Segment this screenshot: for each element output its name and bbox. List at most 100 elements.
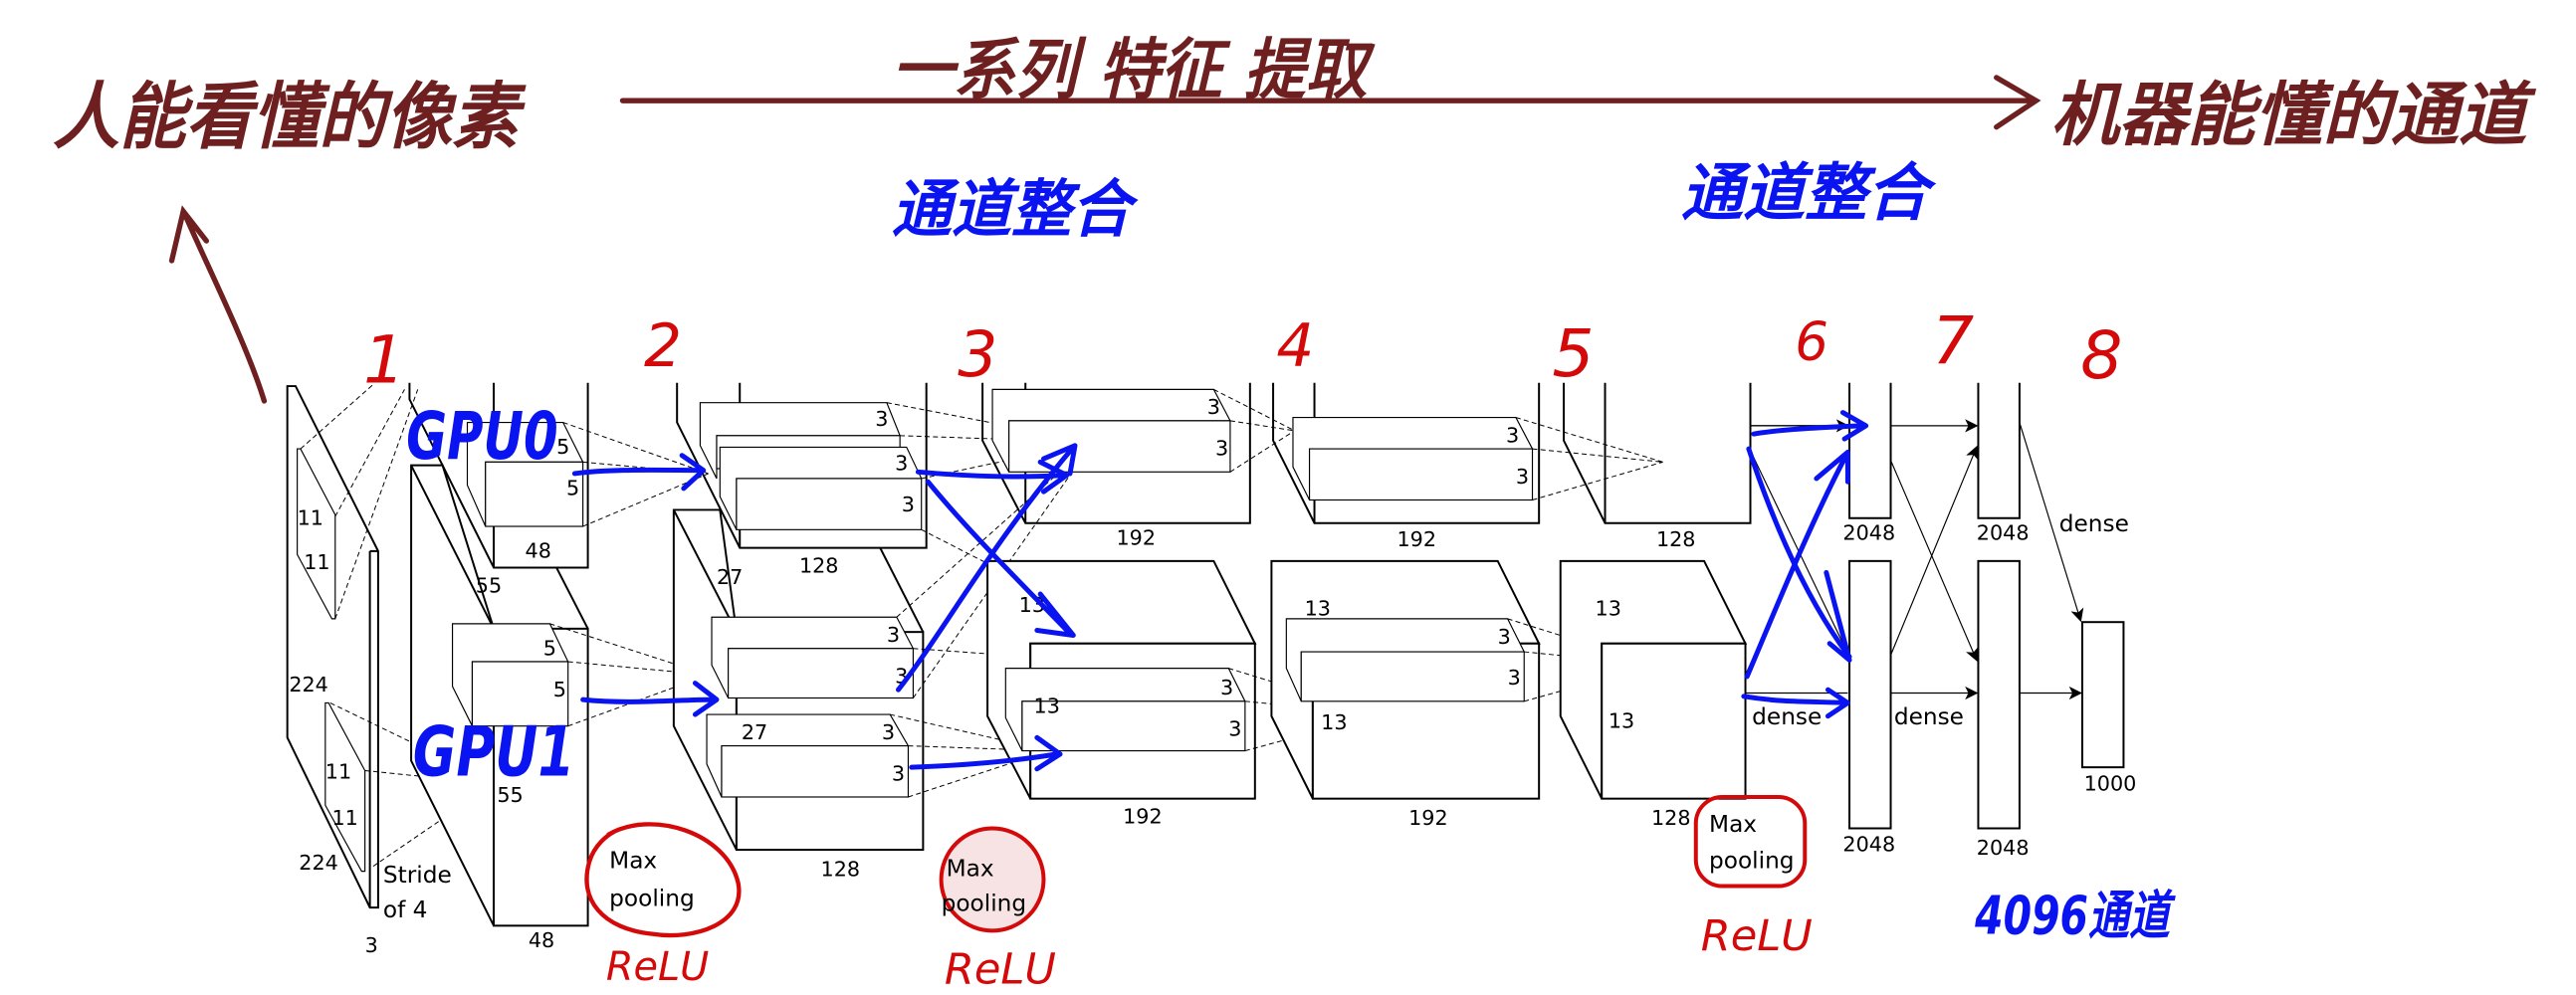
layer2-volume: 3 3 3 3 3 3 3 27 27 128 128 — [672, 382, 1193, 882]
label: 13 — [1321, 710, 1347, 734]
arrow-icon — [1751, 410, 1869, 442]
layer4-volume: 3 3 3 3 13 13 192 192 — [1270, 382, 1663, 830]
label: pooling — [942, 890, 1027, 916]
label: 48 — [526, 539, 551, 563]
dense-label: dense — [1894, 703, 1964, 730]
label: 3 — [902, 493, 915, 516]
label: 5 — [543, 636, 556, 660]
layer-number-3: 3 — [958, 318, 997, 391]
fc-channels-label: 4096通道 — [1974, 886, 2176, 947]
layer2-kernel — [706, 713, 910, 798]
label: pooling — [1709, 847, 1795, 874]
label: 224 — [289, 673, 328, 696]
label: Max — [609, 847, 657, 874]
layer3-kernel-lower — [1004, 668, 1246, 752]
gpu1-label: GPU1 — [413, 711, 575, 792]
up-arrow-icon — [168, 205, 268, 404]
label: 128 — [821, 858, 861, 882]
flow-arrow-head-icon — [1994, 75, 2041, 130]
relu-label: ReLU — [1701, 911, 1813, 961]
fc6-lower — [1848, 559, 1892, 830]
label: 3 — [1215, 437, 1228, 461]
right-title: 机器能懂的通道 — [2050, 75, 2536, 155]
left-title: 人能看懂的像素 — [53, 75, 527, 160]
input-image-volume: 11 11 11 11 224 224 Stride of 4 3 — [286, 384, 495, 957]
arrow-icon — [925, 479, 1076, 638]
arrow-icon — [1741, 687, 1850, 719]
gpu0-label: GPU0 — [406, 397, 558, 475]
label: 11 — [298, 505, 323, 529]
label: 2048 — [1842, 520, 1895, 544]
label: 13 — [1034, 694, 1060, 717]
label: 2048 — [1842, 833, 1895, 857]
label: 13 — [1305, 597, 1331, 621]
relu-label: ReLU — [945, 944, 1056, 994]
dense-label: dense — [2059, 510, 2129, 537]
arrow-title: 一系列 特征 提取 — [892, 31, 1376, 108]
label: 3 — [1498, 625, 1511, 649]
label: 128 — [1651, 806, 1691, 830]
label: 3 — [1516, 465, 1529, 489]
layer-number-2: 2 — [644, 312, 682, 381]
label: 5 — [566, 477, 579, 500]
label: 128 — [1656, 527, 1696, 551]
label: 192 — [1116, 525, 1156, 549]
label: 3 — [1207, 395, 1220, 419]
label: 3 — [365, 933, 378, 957]
label: 2048 — [1977, 836, 2030, 860]
layer-numbers: 1 2 3 4 5 6 7 8 — [363, 301, 2123, 399]
label: 3 — [1228, 717, 1241, 741]
arrow-icon — [580, 681, 720, 717]
layer-number-1: 1 — [363, 321, 405, 399]
max-pooling-3: Max pooling ReLU — [1693, 795, 1813, 961]
label: pooling — [609, 885, 695, 911]
label: 48 — [529, 928, 554, 952]
layer-number-4: 4 — [1276, 312, 1314, 381]
label: 27 — [742, 720, 767, 744]
gpu-data-flow-arrows — [571, 410, 1869, 772]
relu-label: ReLU — [606, 944, 709, 990]
label: 11 — [325, 760, 351, 784]
layer1-kernel-upper — [466, 421, 584, 527]
max-pooling-1: Max pooling ReLU — [584, 822, 742, 990]
channel-merge-label-1: 通道整合 — [892, 173, 1139, 246]
layer2-kernel — [719, 446, 923, 530]
label: Max — [1709, 811, 1757, 838]
fc-layers: 2048 2048 2048 2048 1000 dense dense den… — [1745, 382, 2137, 860]
layer5-volume: 128 13 13 128 — [1559, 382, 1752, 830]
layer-number-8: 8 — [2080, 316, 2122, 394]
layer-number-6: 6 — [1795, 311, 1828, 373]
stride-label: Stride — [383, 862, 452, 889]
label: 3 — [1506, 423, 1519, 447]
layer4-kernel-upper — [1292, 416, 1534, 501]
layer2-kernel — [711, 616, 915, 699]
fc7-lower — [1977, 559, 2021, 830]
arrow-icon — [895, 443, 1078, 693]
label: 3 — [1508, 666, 1521, 690]
channel-merge-label-2: 通道整合 — [1681, 157, 1937, 230]
label: 5 — [553, 678, 566, 701]
label: 55 — [476, 573, 502, 597]
layer-number-7: 7 — [1932, 301, 1974, 379]
stride-label: of 4 — [383, 896, 428, 923]
label: Max — [947, 856, 994, 883]
label: 1000 — [2084, 771, 2137, 795]
label: 3 — [892, 761, 905, 785]
fc7-upper — [1977, 382, 2021, 519]
input-kernel-lower — [324, 701, 366, 873]
label: 224 — [299, 851, 338, 875]
fc8-output — [2080, 621, 2125, 769]
label: 13 — [1596, 597, 1621, 621]
layer1-volume: 5 5 5 5 48 48 55 55 — [408, 382, 709, 952]
max-pooling-2: Max pooling ReLU — [939, 826, 1056, 994]
label: 5 — [556, 435, 569, 459]
label: 2048 — [1977, 520, 2030, 544]
label: 13 — [1609, 708, 1634, 732]
fc6-upper — [1848, 382, 1892, 519]
label: 192 — [1408, 806, 1448, 830]
label: 192 — [1396, 527, 1436, 551]
label: 55 — [497, 783, 523, 807]
layer3-kernel-upper — [991, 388, 1231, 473]
